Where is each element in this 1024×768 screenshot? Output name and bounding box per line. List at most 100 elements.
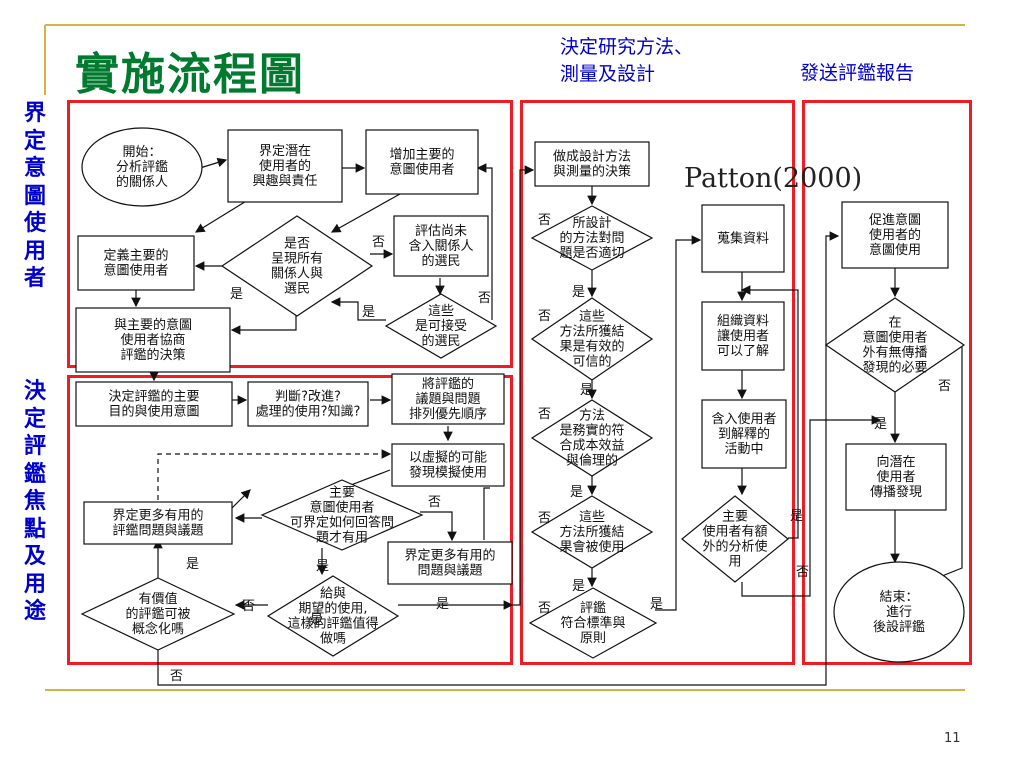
side-heading-focus: 決定評鑑焦點及用途 <box>23 378 46 624</box>
branch-label-no: 否 <box>538 309 551 324</box>
node-text: 評估尚未 <box>415 224 467 239</box>
node-text: 增加主要的 <box>389 146 454 162</box>
node-text: 有價值 <box>138 591 177 607</box>
node-judge: 判斷?改進?處理的使用?知識? <box>247 381 369 427</box>
node-shape <box>701 204 785 273</box>
branch-label-no: 否 <box>428 495 441 510</box>
node-text: 決定評鑑的主要 <box>108 388 199 404</box>
node-shape <box>220 215 374 317</box>
node-shape <box>266 575 400 657</box>
node-text: 界定更多有用的 <box>112 507 203 523</box>
node-text: 組織資料 <box>717 314 769 329</box>
node-text: 合成本效益 <box>559 438 624 453</box>
node-text: 這些 <box>579 509 605 525</box>
connectors <box>131 157 963 686</box>
branch-label-yes: 是 <box>874 417 887 432</box>
frame-methods <box>520 100 795 665</box>
node-text: 這樣的評鑑值得 <box>287 615 378 631</box>
node-text: 做嗎 <box>320 631 346 646</box>
node-text: 評鑑的決策 <box>120 347 185 363</box>
side-heading-users: 界定意圖使用者 <box>23 100 46 291</box>
node-text: 關係人與 <box>271 266 323 281</box>
node-text: 向潛在 <box>876 454 915 470</box>
branch-label-yes: 是 <box>570 485 583 500</box>
node-shape <box>83 501 233 545</box>
branch-label-yes: 是 <box>230 287 243 302</box>
node-text: 處理的使用?知識? <box>256 403 361 419</box>
node-text: 後設評鑑 <box>873 619 925 635</box>
node-text: 使用者的 <box>259 158 311 174</box>
node-text: 讓使用者 <box>717 328 769 344</box>
node-shape <box>75 381 233 427</box>
node-text: 選民 <box>284 281 310 296</box>
node-text: 意圖使用者 <box>309 499 374 515</box>
node-text: 含入關係人 <box>408 238 473 254</box>
node-shape <box>534 141 650 187</box>
branch-label-yes: 是 <box>572 579 585 594</box>
node-text: 外的分析使 <box>702 538 767 554</box>
node-text: 的選民 <box>421 253 460 269</box>
node-text: 呈現所有 <box>271 251 323 266</box>
node-text: 意圖使用者 <box>862 329 927 345</box>
node-text: 意圖使用 <box>869 242 921 258</box>
node-text: 意圖使用者 <box>389 161 454 177</box>
node-shape <box>384 293 498 359</box>
node-text: 給與 <box>320 586 346 601</box>
node-shape <box>681 495 789 583</box>
node-text: 問題與議題 <box>417 563 482 578</box>
node-text: 是務實的符 <box>559 422 624 438</box>
node-shape <box>841 201 949 269</box>
node-shape <box>227 129 343 203</box>
node-text: 的評鑑可被 <box>125 606 190 622</box>
branch-label-yes: 是 <box>316 559 329 574</box>
node-shape <box>77 235 195 291</box>
node-text: 活動中 <box>724 442 763 457</box>
node-shape <box>393 215 489 277</box>
branch-label-no: 否 <box>538 407 551 422</box>
branch-labels-layer: 否是否是否是是是否是否否是否是否是否是否是是否否是 <box>170 213 951 684</box>
node-text: 將評鑑的 <box>422 376 474 392</box>
branch-label-no: 否 <box>242 599 255 614</box>
node-text: 的方法對問 <box>559 230 624 246</box>
node-text: 議題與問題 <box>415 392 480 407</box>
node-text: 進行 <box>886 605 912 620</box>
node-text: 使用者協商 <box>120 332 185 348</box>
node-text: 蒐集資料 <box>717 230 769 246</box>
branch-label-no: 否 <box>538 601 551 616</box>
node-text: 期望的使用, <box>298 600 367 616</box>
branch-label-yes: 是 <box>790 509 803 524</box>
node-text: 的選民 <box>421 333 460 349</box>
node-shape <box>701 301 785 371</box>
branch-label-yes: 是 <box>310 613 323 628</box>
node-text: 方法所獲結 <box>559 323 624 339</box>
node-text: 符合標準與 <box>560 615 625 631</box>
node-shape <box>530 495 654 569</box>
node-text: 促進意圖 <box>869 212 921 228</box>
node-shape <box>845 443 947 511</box>
node-shape <box>824 297 966 393</box>
node-text: 概念化嗎 <box>132 621 184 637</box>
node-text: 以虛擬的可能 <box>409 449 487 465</box>
header-report: 發送評鑑報告 <box>800 62 915 84</box>
node-shape <box>530 399 654 477</box>
node-text: 可界定如何回答問 <box>290 514 394 530</box>
node-text: 主要 <box>329 485 355 500</box>
node-text: 是可接受 <box>415 318 467 334</box>
node-shape <box>75 307 231 373</box>
